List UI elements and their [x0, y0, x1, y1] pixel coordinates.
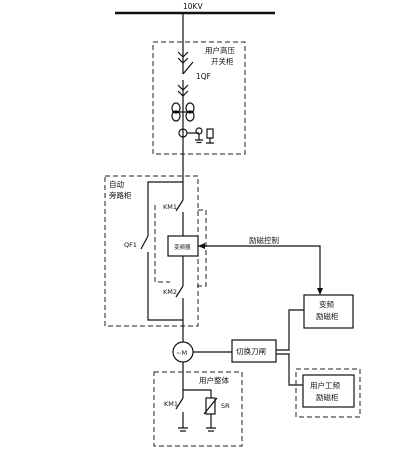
- motor-label: ~M: [176, 349, 187, 357]
- pf-cabinet-frame: [295, 368, 361, 418]
- qf1-label: QF1: [124, 241, 137, 249]
- km2-contact: [175, 285, 184, 298]
- pf-box-line1: 用户工频: [310, 380, 340, 390]
- km2-label: KM2: [163, 288, 177, 296]
- meter-icon: [206, 128, 214, 144]
- sr-arrow: [203, 397, 218, 415]
- bypass-title-2: 旁路柜: [109, 190, 132, 200]
- user-body-title: 用户整体: [199, 375, 229, 385]
- qf1-contact: [140, 235, 149, 250]
- bypass-bottom-wire: [147, 252, 183, 321]
- pf-excitation-box: [302, 374, 355, 408]
- sr-label: SR: [221, 402, 230, 410]
- bypass-top-wire: [147, 181, 183, 236]
- interlock-right: [195, 209, 207, 287]
- vfd-excitation-box: [303, 294, 354, 329]
- earthing-switch-icon: [178, 127, 203, 144]
- control-arrow-down-icon: [317, 288, 323, 295]
- hv-switch-cabinet-frame: [152, 41, 246, 155]
- km1-contact: [175, 199, 184, 212]
- user-body-frame: [153, 371, 243, 447]
- upper-disconnect-icon: [177, 51, 189, 64]
- km1-label: KM1: [163, 203, 177, 211]
- km1-user-contact: [175, 397, 184, 410]
- interlock-left: [154, 205, 170, 283]
- bus-voltage-label: 10KV: [183, 2, 203, 11]
- lower-disconnect-icon: [177, 84, 189, 97]
- current-transformer-icon: [171, 102, 195, 122]
- control-label: 励磁控制: [249, 235, 279, 245]
- sr-ground-icon: [206, 414, 216, 432]
- switch-to-vfd-wire: [276, 309, 304, 351]
- breaker-1qf-label: 1QF: [196, 72, 211, 81]
- control-arrow-left-icon: [198, 243, 205, 249]
- switch-knife-box: [231, 339, 277, 363]
- breaker-1qf-blade: [182, 61, 194, 75]
- vfd-box-line1: 变频: [319, 299, 334, 309]
- vfd-box-line2: 励磁柜: [316, 311, 339, 321]
- km1-ground-icon: [178, 412, 188, 432]
- hv-cabinet-title-1: 用户高压: [205, 45, 235, 55]
- bypass-title-1: 自动: [109, 179, 124, 189]
- sr-top-wire: [183, 389, 212, 398]
- hv-cabinet-title-2: 开关柜: [211, 56, 234, 66]
- switch-knife-label: 切换刀闸: [236, 346, 266, 356]
- user-km1-label: KM1: [164, 400, 178, 408]
- pf-box-line2: 励磁柜: [316, 392, 339, 402]
- control-wire: [198, 245, 321, 290]
- relay-box-label: 变频器: [174, 243, 191, 251]
